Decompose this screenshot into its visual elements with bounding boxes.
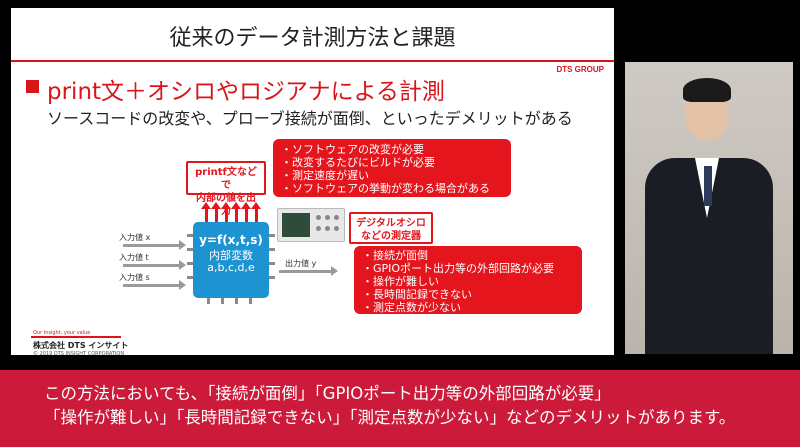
input-label-t: 入力値 t [119, 253, 149, 262]
hardware-issues-box: 接続が面倒 GPIOポート出力等の外部回路が必要 操作が難しい 長時間記録できな… [354, 246, 582, 314]
software-issues-box: ソフトウェアの改変が必要 改変するたびにビルドが必要 測定速度が遅い ソフトウェ… [273, 139, 511, 197]
input-label-x: 入力値 x [119, 233, 151, 242]
printf-callout: printf文などで 内部の値を出力 [186, 161, 266, 217]
list-item: 測定速度が遅い [281, 169, 503, 182]
output-arrow-icon [201, 202, 211, 222]
chip-pin [269, 262, 275, 265]
subtitle-caption: この方法においても、「接続が面倒」「GPIOポート出力等の外部回路が必要」 「操… [0, 370, 800, 447]
output-arrow-icon [211, 202, 221, 222]
presentation-slide: 従来のデータ計測方法と課題 DTS GROUP print文＋オシロやロジアナに… [11, 8, 614, 357]
input-label-s: 入力値 s [119, 273, 150, 282]
chip-pin [207, 298, 210, 304]
output-arrow-icon [251, 202, 261, 222]
title-divider [11, 60, 614, 62]
footer-copyright: © 2019 DTS INSIGHT CORPORATION [33, 351, 125, 357]
output-label: 出力値 y [285, 259, 317, 268]
input-arrow-icon [123, 260, 186, 270]
chip-pin [187, 262, 193, 265]
chip-pin [269, 276, 275, 279]
list-item: 測定点数が少ない [362, 301, 574, 314]
chip-vars-value: a,b,c,d,e [207, 261, 255, 274]
list-item: 長時間記録できない [362, 288, 574, 301]
footer-slogan: Our Insight, your value [33, 330, 91, 336]
slide-subheading: ソースコードの改変や、プローブ接続が面倒、といったデメリットがある [47, 109, 573, 128]
bullet-square-icon [26, 80, 39, 93]
chip-pin [269, 234, 275, 237]
oscilloscope-icon [277, 208, 345, 242]
chip-pin [187, 248, 193, 251]
input-arrow-icon [123, 240, 186, 250]
list-item: GPIOポート出力等の外部回路が必要 [362, 262, 574, 275]
list-item: ソフトウェアの改変が必要 [281, 143, 503, 156]
chip-pin [221, 298, 224, 304]
output-arrow-icon [241, 202, 251, 222]
list-item: 接続が面倒 [362, 249, 574, 262]
input-arrow-icon [123, 280, 186, 290]
chip-pin [187, 276, 193, 279]
brand-tag: DTS GROUP [556, 65, 604, 74]
presenter-hair [683, 78, 731, 102]
presenter-video [625, 62, 793, 354]
chip-pin [187, 234, 193, 237]
output-arrow-icon [279, 266, 338, 276]
output-arrow-icon [231, 202, 241, 222]
list-item: 改変するたびにビルドが必要 [281, 156, 503, 169]
footer-company: 株式会社 DTS インサイト [33, 341, 129, 350]
caption-line-1: この方法においても、「接続が面倒」「GPIOポート出力等の外部回路が必要」 [44, 384, 611, 403]
chip-pin [269, 248, 275, 251]
slide-heading: print文＋オシロやロジアナによる計測 [47, 79, 445, 105]
presenter-tie [704, 166, 712, 206]
list-item: 操作が難しい [362, 275, 574, 288]
chip-pin [235, 298, 238, 304]
slide-title: 従来のデータ計測方法と課題 [169, 26, 456, 51]
chip-pin [249, 298, 252, 304]
list-item: ソフトウェアの挙動が変わる場合がある [281, 182, 503, 195]
oscilloscope-screen [282, 213, 310, 237]
output-arrow-icon [221, 202, 231, 222]
caption-line-2: 「操作が難しい」「長時間記録できない」「測定点数が少ない」などのデメリットがあり… [44, 408, 736, 427]
footer-divider [31, 336, 121, 338]
microcontroller-chip-icon: y=f(x,t,s) 内部変数 a,b,c,d,e [193, 222, 269, 298]
oscilloscope-callout: デジタルオシロ などの測定器 [349, 212, 433, 244]
chip-formula: y=f(x,t,s) [199, 233, 263, 247]
chip-vars-label: 内部変数 [209, 249, 253, 262]
